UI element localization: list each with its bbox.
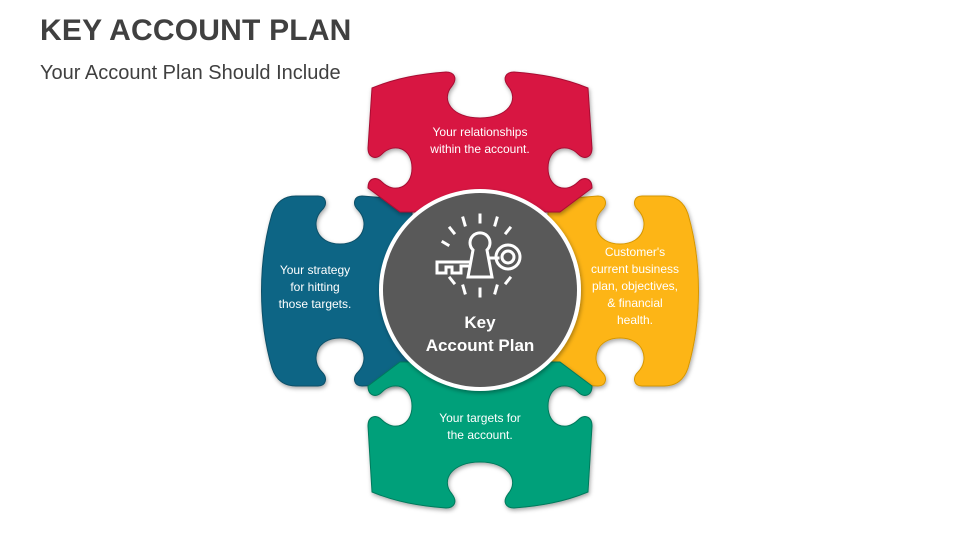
piece-text-line: the account. [447, 428, 513, 442]
piece-text-line: for hitting [290, 280, 340, 294]
center-label-line2: Account Plan [425, 336, 535, 355]
puzzle-piece-bottom [367, 361, 593, 509]
piece-text-line: Your relationships [432, 125, 528, 139]
center-label-line1: Key [464, 313, 496, 332]
piece-text-right: Customer's current business plan, object… [580, 244, 690, 329]
piece-text-line: plan, objectives, [591, 279, 679, 293]
piece-text-line: within the account. [430, 142, 530, 156]
piece-text-line: current business [590, 262, 680, 276]
piece-text-line: Your strategy [279, 263, 351, 277]
piece-text-line: & financial [607, 296, 663, 310]
piece-text-line: Customer's [604, 245, 666, 259]
piece-text-line: Your targets for [439, 411, 521, 425]
piece-text-line: those targets. [278, 297, 352, 311]
piece-text-line: health. [616, 313, 654, 327]
page-title: KEY ACCOUNT PLAN [40, 14, 352, 47]
piece-text-top: Your relationships within the account. [405, 124, 555, 158]
piece-text-bottom: Your targets for the account. [405, 410, 555, 444]
puzzle-piece-top [367, 71, 593, 213]
center-label: Key Account Plan [400, 311, 560, 357]
puzzle-piece-right [547, 195, 699, 387]
piece-text-left: Your strategy for hitting those targets. [262, 262, 368, 313]
puzzle-piece-left [261, 195, 413, 387]
key-keyhole-icon [435, 213, 522, 298]
page-subtitle: Your Account Plan Should Include [40, 62, 341, 84]
